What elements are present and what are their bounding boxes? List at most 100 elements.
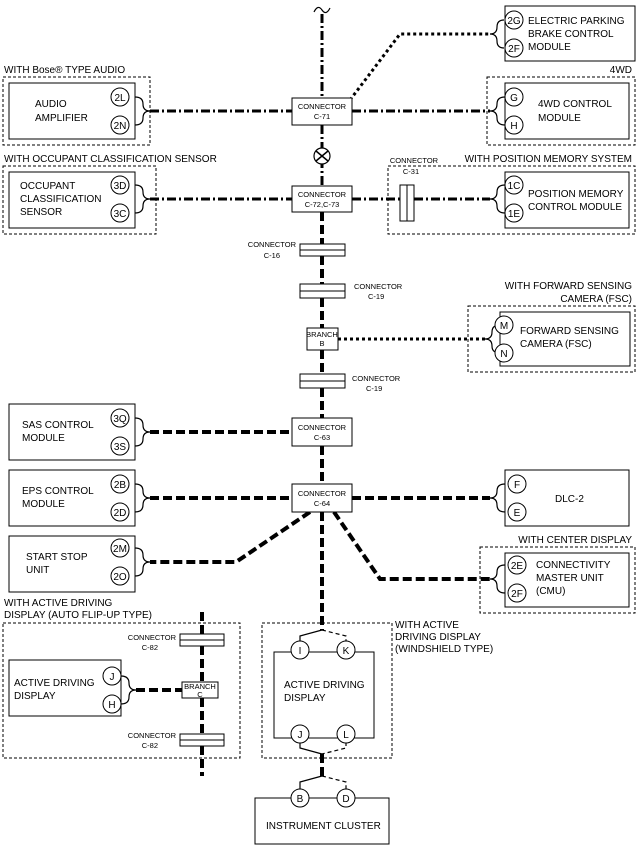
svg-text:SAS CONTROL: SAS CONTROL (22, 420, 94, 431)
wire-ic-top-dash (321, 775, 347, 790)
connector-c16: CONNECTOR C-16 (248, 240, 346, 260)
branch-c: BRANCH C (181, 681, 219, 699)
svg-text:2F: 2F (511, 589, 523, 600)
module-instrument-cluster: INSTRUMENT CLUSTER (254, 797, 390, 845)
svg-text:C-19: C-19 (368, 292, 384, 301)
svg-text:C-63: C-63 (314, 433, 330, 442)
svg-text:MODULE: MODULE (22, 433, 65, 444)
frame-pms (387, 165, 636, 235)
wire-ic-top-solid (299, 775, 323, 790)
svg-text:ACTIVE DRIVING: ACTIVE DRIVING (284, 680, 365, 691)
svg-text:START STOP: START STOP (26, 552, 88, 563)
frame-bose (2, 76, 151, 146)
svg-text:2L: 2L (114, 93, 126, 104)
wire-cmu-bracket (489, 564, 506, 594)
svg-text:UNIT: UNIT (26, 565, 49, 576)
svg-text:C-72,C-73: C-72,C-73 (305, 200, 340, 209)
group-frames (2, 76, 636, 759)
svg-text:J: J (298, 730, 303, 741)
module-position-memory: POSITION MEMORY CONTROL MODULE (504, 171, 630, 229)
group-label-adf-2: DISPLAY (AUTO FLIP-UP TYPE) (4, 610, 152, 621)
svg-text:H: H (510, 121, 517, 132)
svg-text:2D: 2D (114, 508, 127, 519)
svg-text:3C: 3C (114, 209, 127, 220)
svg-text:MASTER UNIT: MASTER UNIT (536, 573, 604, 584)
svg-text:1E: 1E (508, 209, 521, 220)
svg-text:CONNECTOR: CONNECTOR (128, 633, 177, 642)
module-active-driving-display-windshield: ACTIVE DRIVING DISPLAY (273, 651, 375, 739)
module-dlc2: DLC-2 (504, 469, 630, 527)
svg-text:2M: 2M (113, 544, 127, 555)
wire-fsc-bracket (484, 324, 501, 354)
connector-c19-lower: CONNECTOR C-19 (299, 373, 401, 393)
frame-fsc (467, 305, 636, 373)
svg-text:CONNECTOR: CONNECTOR (248, 240, 297, 249)
module-active-driving-display-flipup: ACTIVE DRIVING DISPLAY (8, 659, 122, 717)
svg-text:2G: 2G (507, 16, 521, 27)
svg-text:BRANCH: BRANCH (184, 682, 216, 691)
connector-c82-lower: CONNECTOR C-82 (128, 731, 225, 750)
svg-text:C-71: C-71 (314, 112, 330, 121)
wire-ocs-bracket (134, 184, 151, 214)
module-4wd: 4WD CONTROL MODULE (504, 82, 630, 140)
group-label-bose: WITH Bose® TYPE AUDIO (4, 65, 125, 76)
svg-text:CONNECTOR: CONNECTOR (352, 374, 401, 383)
wire-pms-bracket (489, 184, 506, 214)
svg-text:H: H (108, 700, 115, 711)
svg-text:FORWARD SENSING: FORWARD SENSING (520, 326, 619, 337)
wire-dlc-bracket (489, 483, 506, 513)
svg-text:B: B (319, 339, 324, 348)
connector-c63: CONNECTOR C-63 (291, 417, 353, 447)
svg-text:CONNECTOR: CONNECTOR (298, 190, 347, 199)
svg-text:SENSOR: SENSOR (20, 207, 62, 218)
connector-c72-c73: CONNECTOR C-72,C-73 (291, 185, 353, 213)
svg-text:DISPLAY: DISPLAY (284, 693, 326, 704)
svg-text:OCCUPANT: OCCUPANT (20, 181, 75, 192)
svg-text:2O: 2O (113, 572, 127, 583)
wire-adw-bot-dash (321, 742, 347, 755)
svg-text:CAMERA (FSC): CAMERA (FSC) (520, 339, 592, 350)
group-label-adw-3: (WINDSHIELD TYPE) (395, 644, 493, 655)
module-epb: ELECTRIC PARKING BRAKE CONTROL MODULE (504, 5, 636, 62)
svg-text:POSITION MEMORY: POSITION MEMORY (528, 189, 624, 200)
group-label-adw-2: DRIVING DISPLAY (395, 632, 481, 643)
group-label-fsc-2: CAMERA (FSC) (560, 294, 632, 305)
svg-text:E: E (514, 508, 521, 519)
svg-text:CONNECTIVITY: CONNECTIVITY (536, 560, 611, 571)
twisted-pair-icon (313, 147, 331, 165)
svg-text:C: C (197, 690, 203, 699)
svg-text:1C: 1C (508, 181, 521, 192)
connector-c31: CONNECTOR C-31 (390, 156, 439, 222)
wire-startstop (150, 510, 312, 564)
wire-adw-bot-solid (299, 742, 323, 755)
svg-text:C-16: C-16 (264, 251, 280, 260)
svg-text:MODULE: MODULE (538, 113, 581, 124)
connector-c71: CONNECTOR C-71 (291, 97, 353, 126)
svg-text:M: M (500, 321, 508, 332)
frame-4wd (486, 76, 636, 146)
wire-ss-bracket (134, 547, 151, 577)
svg-text:BRANCH: BRANCH (306, 330, 338, 339)
svg-text:CLASSIFICATION: CLASSIFICATION (20, 194, 102, 205)
frame-ocs (2, 165, 157, 235)
svg-text:L: L (343, 730, 349, 741)
wire-epb-bracket (489, 19, 505, 49)
frame-adw (261, 622, 393, 759)
svg-text:I: I (299, 646, 302, 657)
svg-text:DISPLAY: DISPLAY (14, 691, 56, 702)
wire-break-mark (313, 6, 331, 14)
svg-text:N: N (500, 349, 507, 360)
module-fsc: FORWARD SENSING CAMERA (FSC) (499, 311, 631, 367)
svg-text:2E: 2E (511, 561, 524, 572)
svg-text:ELECTRIC PARKING: ELECTRIC PARKING (528, 16, 625, 27)
svg-text:2N: 2N (114, 121, 127, 132)
wire-4wd-bracket (489, 96, 506, 126)
svg-text:K: K (343, 646, 350, 657)
svg-text:3S: 3S (114, 442, 127, 453)
svg-text:F: F (514, 480, 520, 491)
group-label-ocs: WITH OCCUPANT CLASSIFICATION SENSOR (4, 154, 217, 165)
frame-adf (2, 622, 241, 759)
svg-text:CONNECTOR: CONNECTOR (298, 102, 347, 111)
svg-text:2F: 2F (508, 44, 520, 55)
